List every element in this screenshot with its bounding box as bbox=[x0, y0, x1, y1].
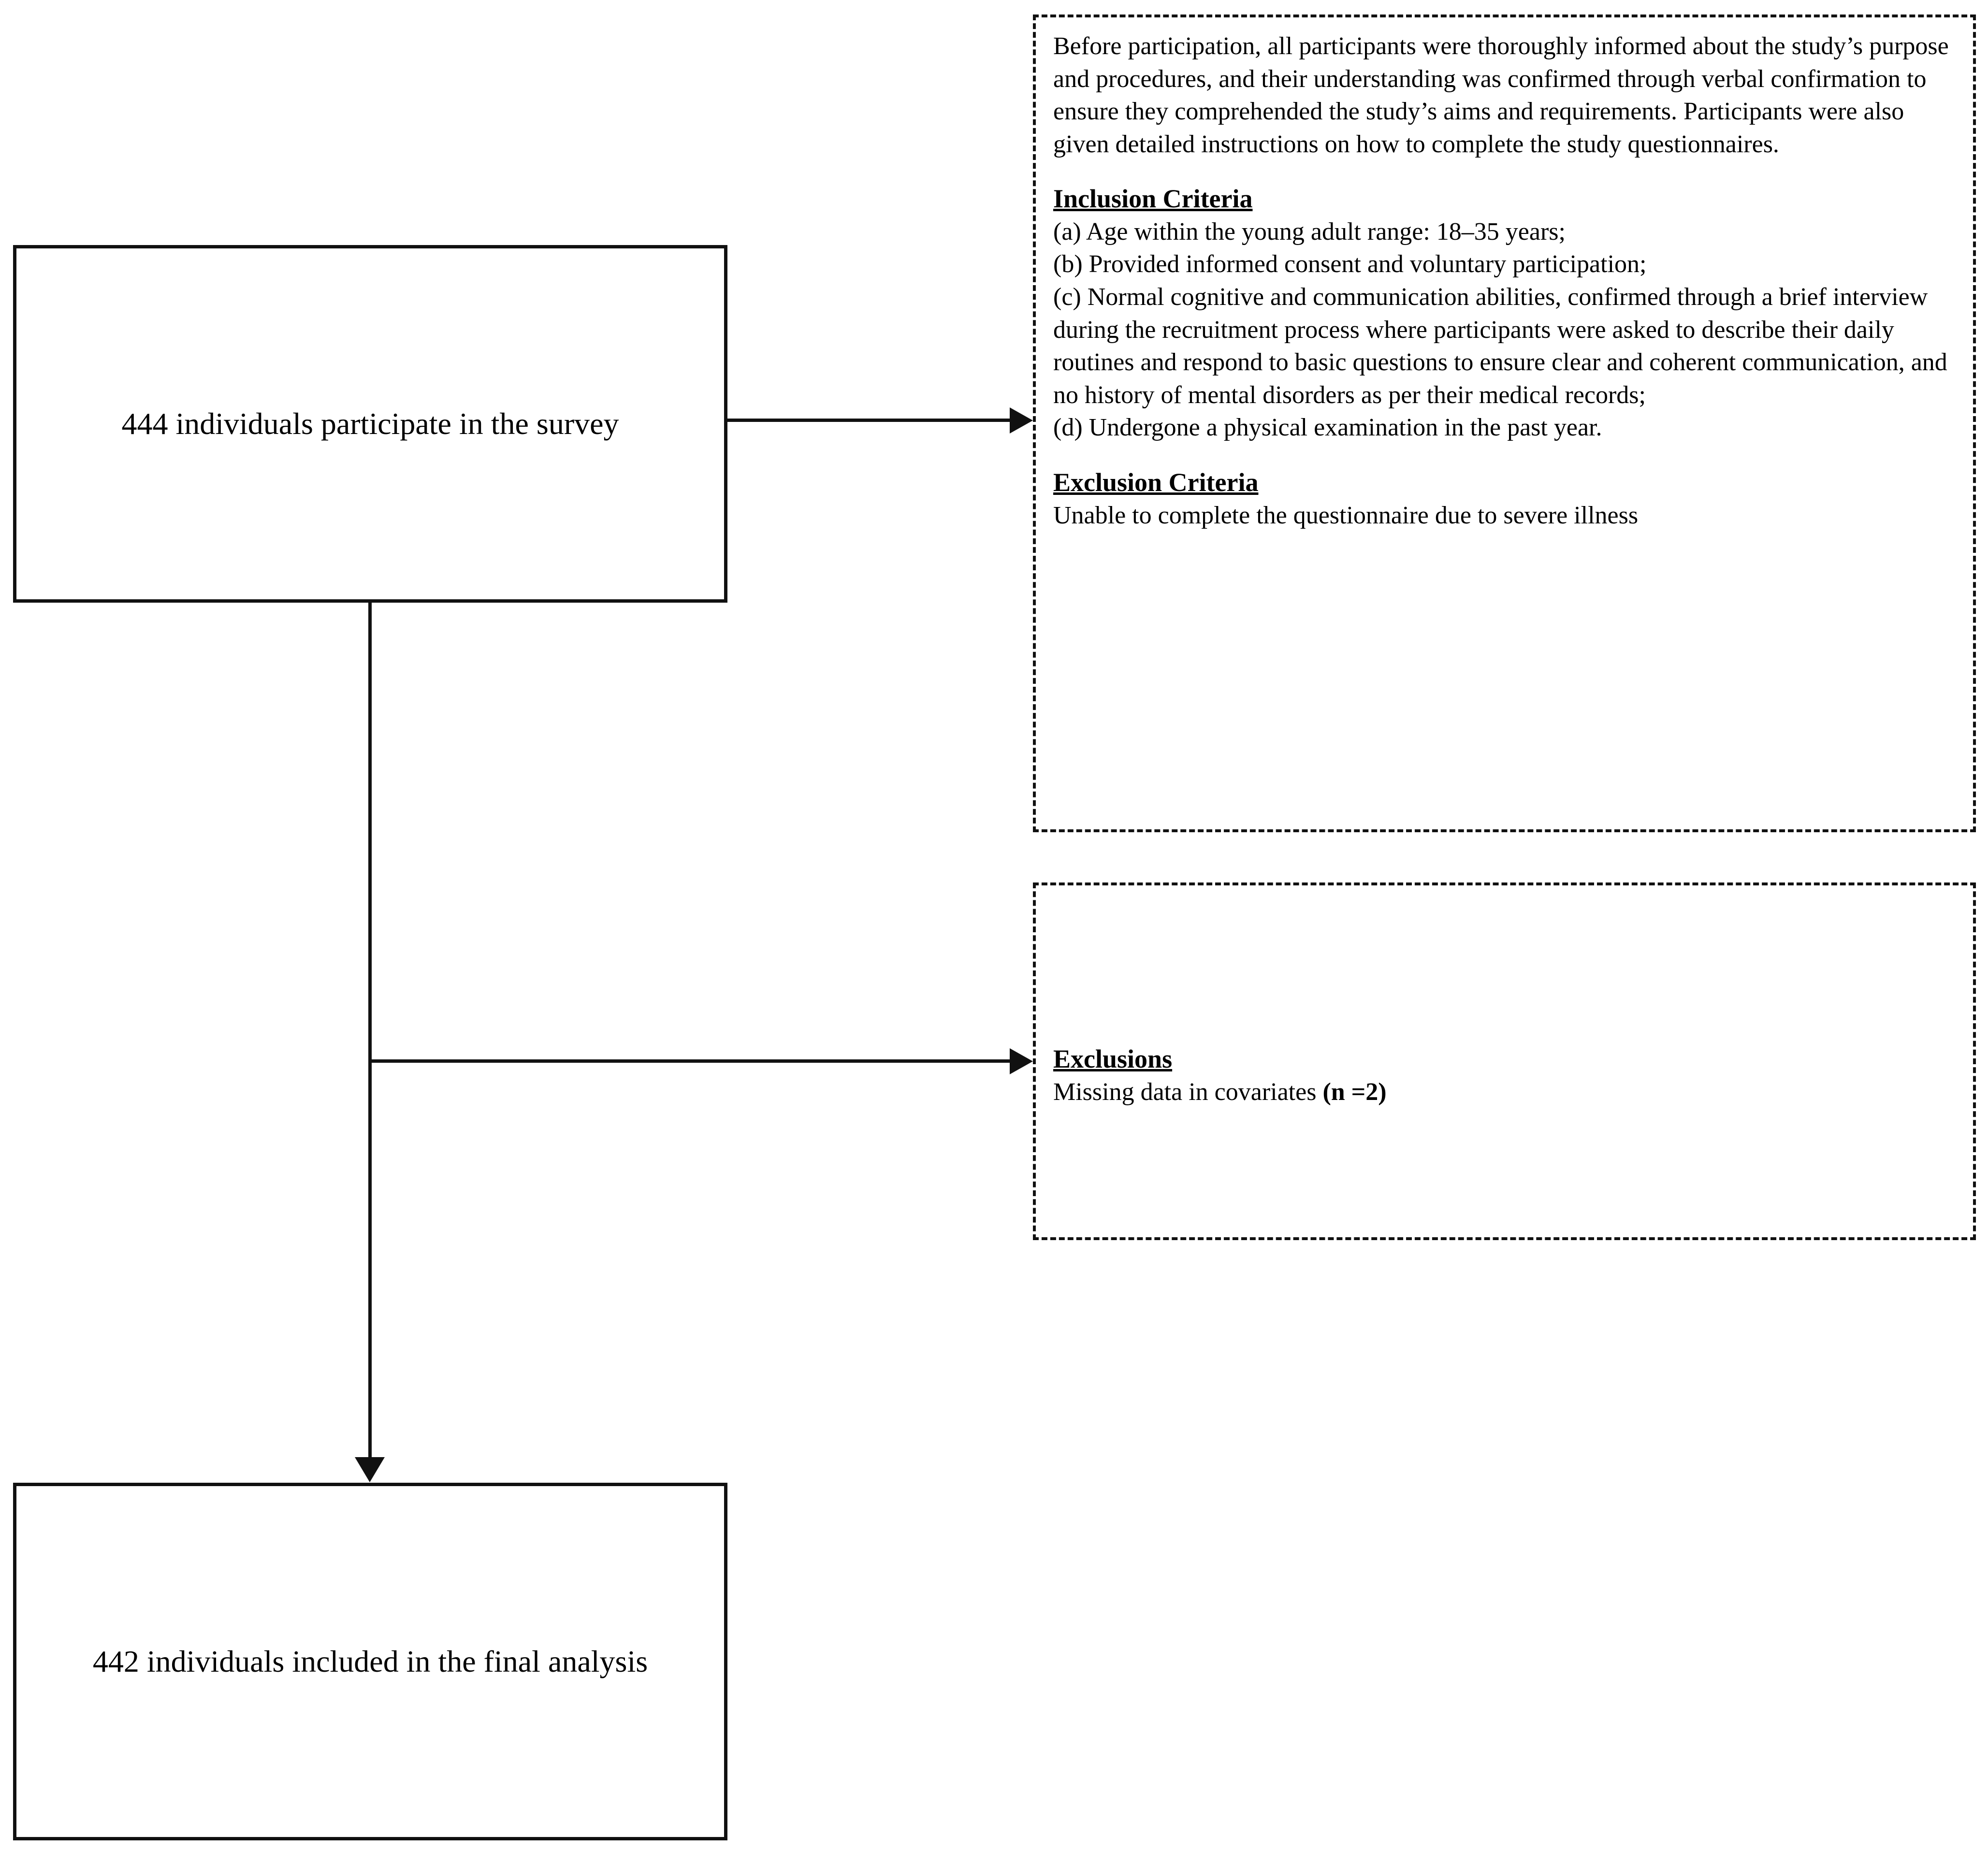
criteria-box: Before participation, all participants w… bbox=[1033, 14, 1976, 832]
exclusion-criteria-heading: Exclusion Criteria bbox=[1053, 468, 1259, 497]
connector-trunk-to-exclusions-arrowhead bbox=[1010, 1048, 1033, 1074]
final-analysis-box: 442 individuals included in the final an… bbox=[13, 1483, 727, 1840]
exclusion-heading-row: Exclusion Criteria bbox=[1053, 466, 1956, 499]
exclusions-box: Exclusions Missing data in covariates (n… bbox=[1033, 882, 1976, 1240]
exclusions-content: Exclusions Missing data in covariates (n… bbox=[1053, 898, 1956, 1108]
criteria-intro-paragraph: Before participation, all participants w… bbox=[1053, 32, 1949, 158]
exclusions-reason-text: Missing data in covariates bbox=[1053, 1078, 1323, 1106]
exclusion-criteria-text: Unable to complete the questionnaire due… bbox=[1053, 501, 1639, 529]
inclusion-item-b: (b) Provided informed consent and volunt… bbox=[1053, 250, 1647, 278]
exclusions-reason-count: (n =2) bbox=[1322, 1078, 1387, 1106]
criteria-spacer-1 bbox=[1053, 160, 1956, 183]
final-box-label: 442 individuals included in the final an… bbox=[92, 1644, 648, 1678]
connector-start-to-criteria-line bbox=[727, 419, 1013, 422]
criteria-spacer-2 bbox=[1053, 444, 1956, 466]
start-box: 444 individuals participate in the surve… bbox=[13, 245, 727, 603]
connector-start-to-criteria-arrowhead bbox=[1010, 407, 1033, 434]
exclusions-heading: Exclusions bbox=[1053, 1044, 1173, 1073]
connector-trunk-to-exclusions-line bbox=[370, 1059, 1013, 1063]
inclusion-heading-row: Inclusion Criteria bbox=[1053, 183, 1956, 216]
exclusions-heading-row: Exclusions bbox=[1053, 1043, 1956, 1076]
inclusion-criteria-heading: Inclusion Criteria bbox=[1053, 184, 1253, 214]
start-box-label: 444 individuals participate in the surve… bbox=[121, 406, 619, 441]
connector-trunk-to-final-arrowhead bbox=[355, 1457, 385, 1482]
connector-vertical-trunk bbox=[368, 603, 372, 1458]
inclusion-item-a: (a) Age within the young adult range: 18… bbox=[1053, 217, 1566, 246]
inclusion-item-c: (c) Normal cognitive and communication a… bbox=[1053, 283, 1947, 409]
exclusions-reason-row: Missing data in covariates (n =2) bbox=[1053, 1076, 1956, 1109]
inclusion-item-d: (d) Undergone a physical examination in … bbox=[1053, 414, 1602, 442]
